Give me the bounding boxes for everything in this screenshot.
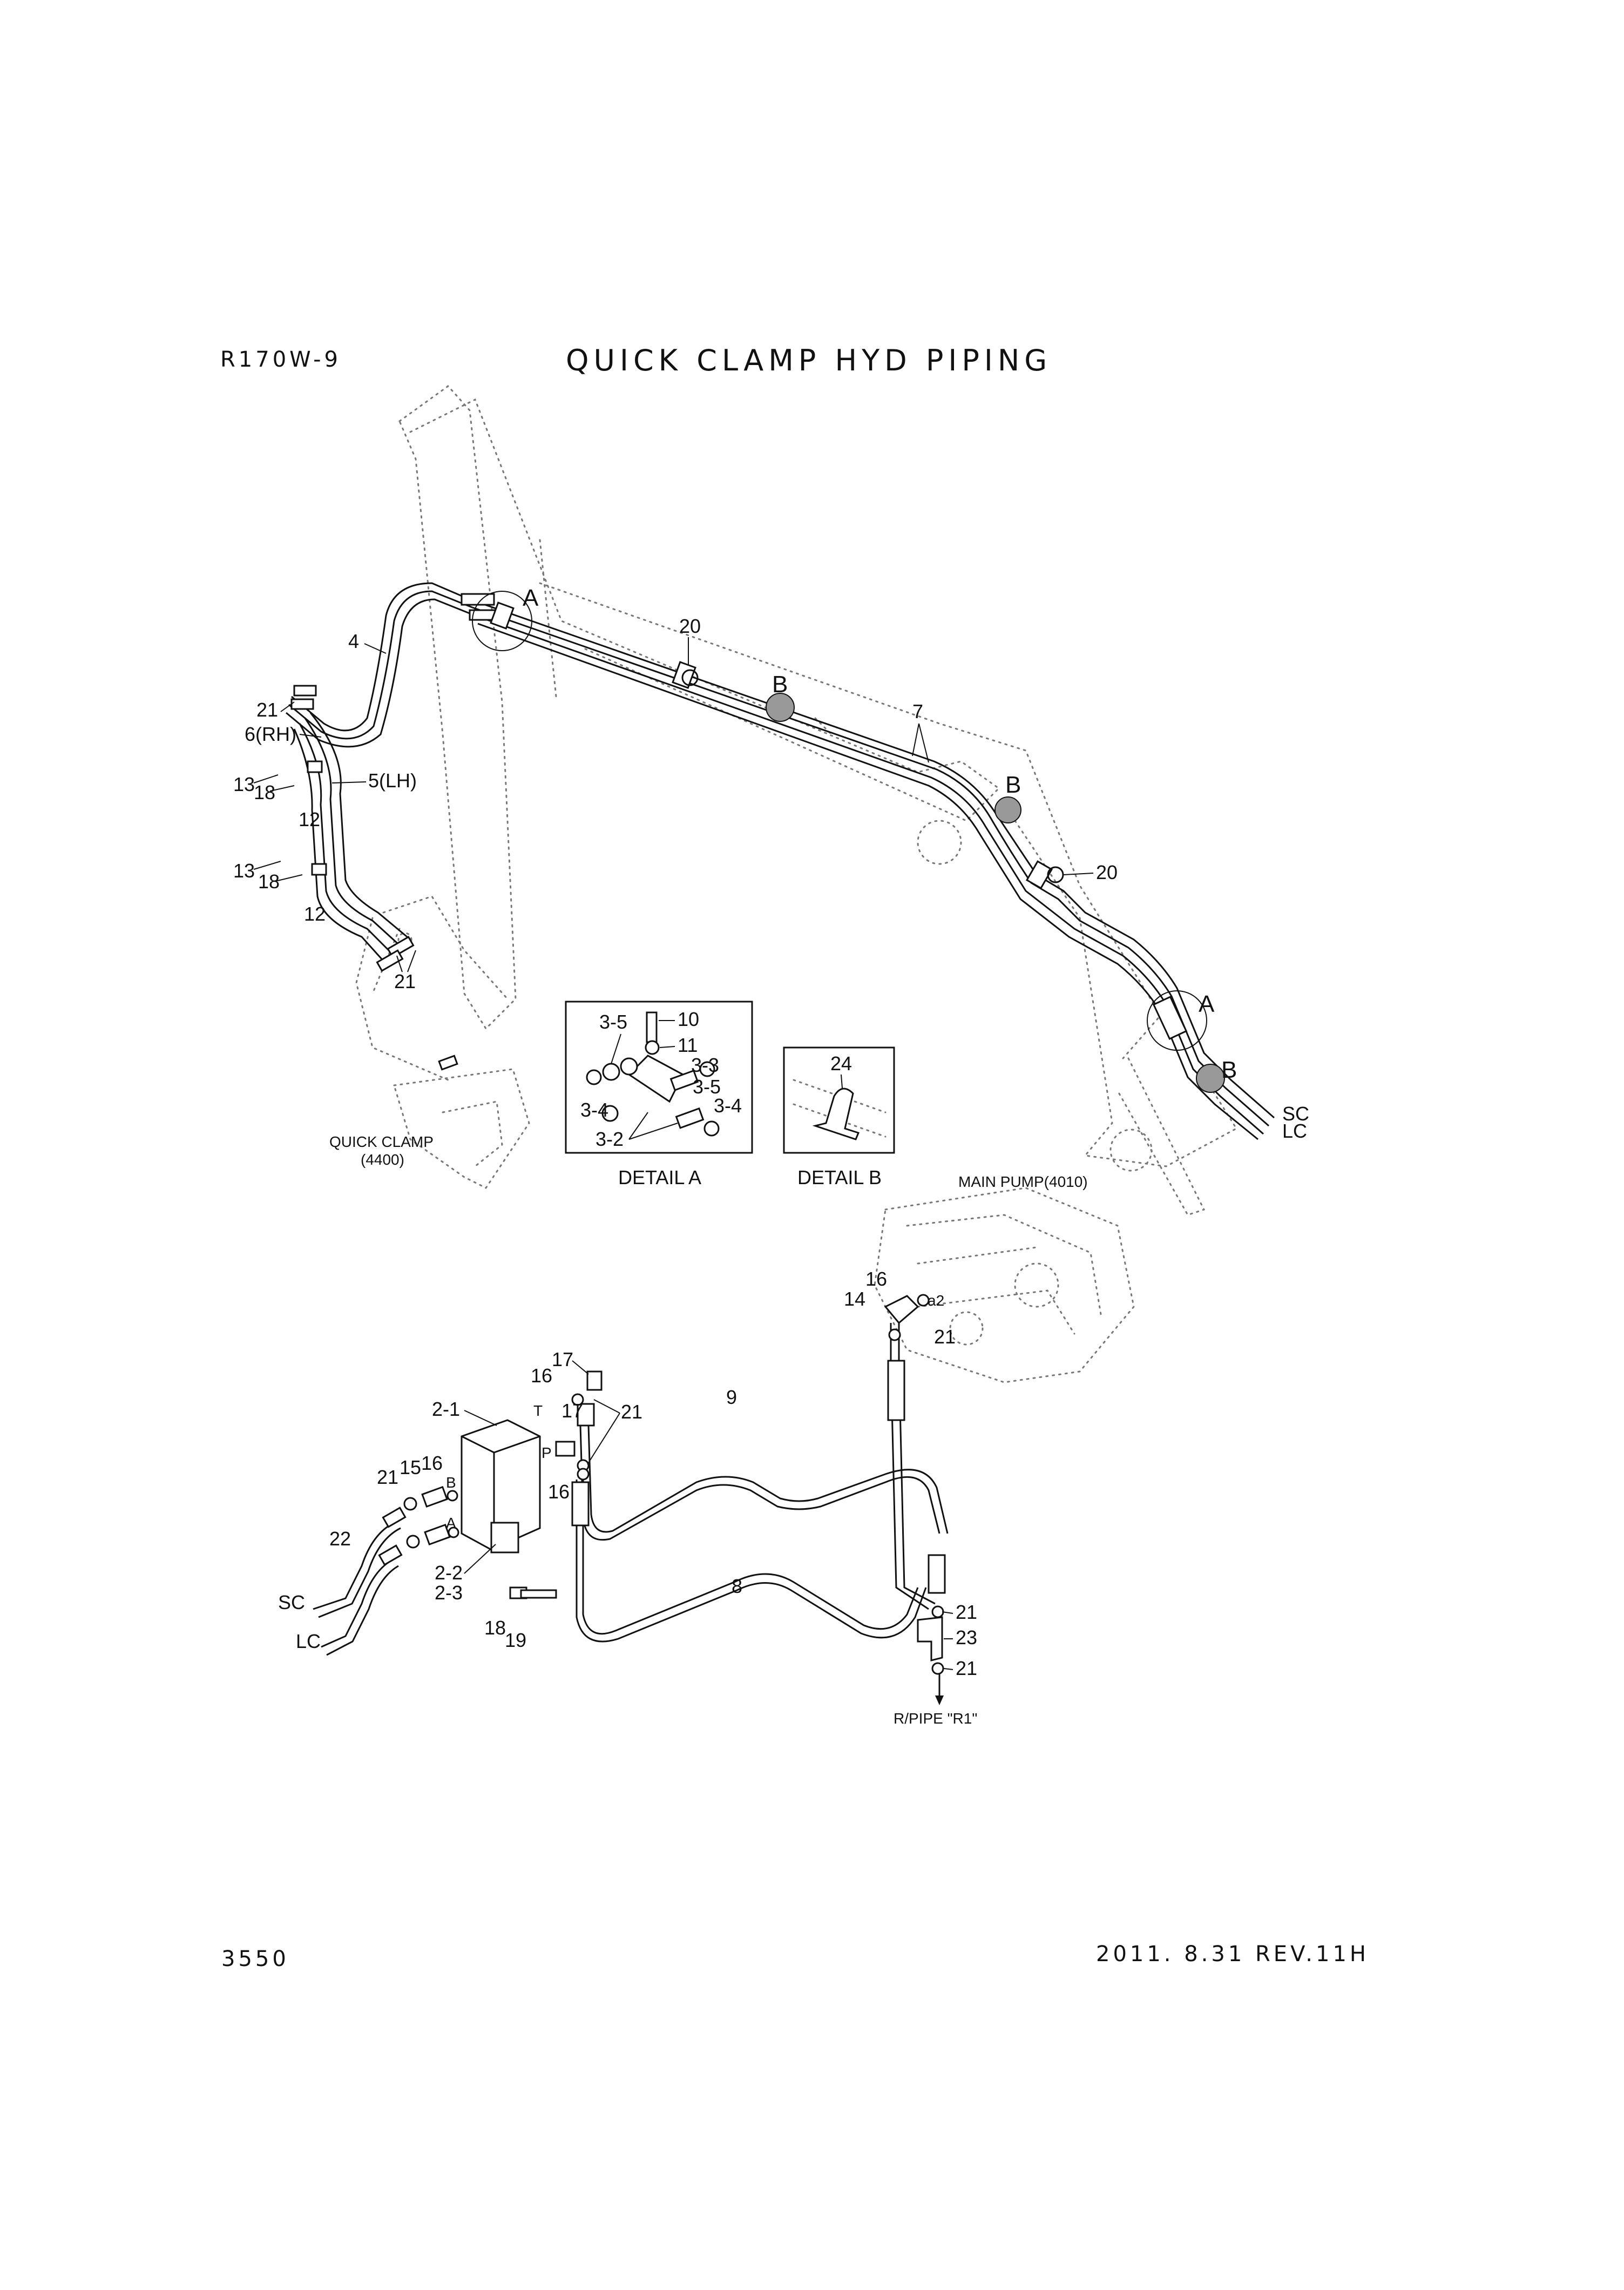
page-number: 3550	[221, 1947, 289, 1971]
part-23: 23	[956, 1626, 977, 1649]
part-15: 15	[400, 1456, 421, 1478]
main-labels: A B B A B 20 7 20 4 21 6(RH) 5(LH) 13 18…	[233, 585, 1309, 1168]
boom-hose-assembly	[286, 582, 1275, 1140]
part-24: 24	[830, 1052, 852, 1075]
revision-date: 2011. 8.31 REV.11H	[1096, 1942, 1369, 1967]
lower-labels: 17 16 T 17 21 P 16 9 8 2-1 15 16 21 B A …	[278, 1268, 977, 1727]
part-7: 7	[912, 700, 923, 722]
quick-clamp-ref: (4400)	[361, 1151, 404, 1168]
quick-clamp-outline	[355, 895, 530, 1189]
main-pump-label: MAIN PUMP(4010)	[958, 1173, 1088, 1190]
part-3-5: 3-5	[693, 1076, 721, 1098]
part-9: 9	[726, 1386, 737, 1408]
part-16: 16	[421, 1452, 443, 1474]
port-p: P	[542, 1444, 552, 1461]
part-12: 12	[304, 903, 326, 925]
detail-b-box: 24 DETAIL B	[783, 1046, 895, 1188]
part-19: 19	[505, 1629, 526, 1651]
part-2-3: 2-3	[435, 1582, 463, 1604]
part-3-2: 3-2	[596, 1128, 624, 1150]
page-title: QUICK CLAMP HYD PIPING	[566, 343, 1052, 377]
part-18: 18	[254, 781, 275, 803]
detail-markers	[472, 591, 1225, 1093]
part-8: 8	[732, 1575, 742, 1597]
lower-piping	[313, 1294, 949, 1705]
part-10: 10	[678, 1008, 699, 1030]
part-16: 16	[531, 1364, 552, 1387]
marker-b: B	[1005, 772, 1021, 798]
part-3-3: 3-3	[691, 1054, 719, 1076]
port-a: A	[446, 1515, 456, 1531]
port-b: B	[446, 1474, 456, 1491]
quick-clamp-label: QUICK CLAMP	[329, 1133, 434, 1150]
marker-b: B	[772, 671, 788, 698]
part-21: 21	[394, 970, 416, 992]
part-2-2: 2-2	[435, 1562, 463, 1584]
label-sc: SC	[1282, 1103, 1309, 1125]
part-13: 13	[233, 860, 255, 882]
part-20: 20	[1096, 861, 1118, 883]
part-21: 21	[934, 1326, 956, 1348]
part-16: 16	[865, 1268, 887, 1290]
marker-a: A	[1199, 991, 1215, 1017]
part-14: 14	[844, 1288, 865, 1310]
label-sc: SC	[278, 1591, 305, 1613]
part-3-4: 3-4	[714, 1095, 742, 1117]
part-21: 21	[377, 1466, 398, 1488]
marker-a: A	[523, 585, 539, 611]
part-21: 21	[621, 1401, 642, 1423]
boom-outline	[398, 384, 1238, 1216]
port-a2: a2	[928, 1292, 944, 1309]
part-21: 21	[956, 1601, 977, 1623]
part-16: 16	[548, 1481, 570, 1503]
label-lc: LC	[1282, 1120, 1307, 1142]
part-3-4: 3-4	[580, 1099, 608, 1121]
detail-a-box: 3-5 10 11 3-3 3-5 3-4 3-4 3-2 DETAIL A	[565, 1001, 753, 1188]
label-lc: LC	[296, 1630, 321, 1652]
part-13: 13	[233, 773, 255, 795]
detail-b-caption: DETAIL B	[797, 1166, 882, 1188]
part-12: 12	[299, 808, 320, 830]
part-21: 21	[956, 1657, 977, 1679]
part-2-1: 2-1	[432, 1398, 460, 1420]
part-17: 17	[561, 1400, 583, 1422]
part-11: 11	[678, 1034, 698, 1056]
part-20: 20	[679, 615, 701, 637]
part-18: 18	[484, 1617, 506, 1639]
part-21: 21	[256, 699, 278, 721]
marker-b: B	[1221, 1057, 1237, 1083]
part-4: 4	[348, 630, 359, 652]
part-3-5: 3-5	[599, 1011, 627, 1033]
port-t: T	[533, 1402, 543, 1419]
part-6: 6(RH)	[245, 723, 296, 745]
part-5: 5(LH)	[368, 769, 417, 792]
return-pipe-label: R/PIPE "R1"	[894, 1710, 977, 1727]
part-17: 17	[552, 1348, 573, 1370]
main-pump: MAIN PUMP(4010)	[874, 1173, 1135, 1383]
detail-a-caption: DETAIL A	[618, 1166, 701, 1188]
fittings	[290, 593, 1188, 1071]
model-number: R170W-9	[220, 347, 341, 372]
part-22: 22	[329, 1528, 351, 1550]
